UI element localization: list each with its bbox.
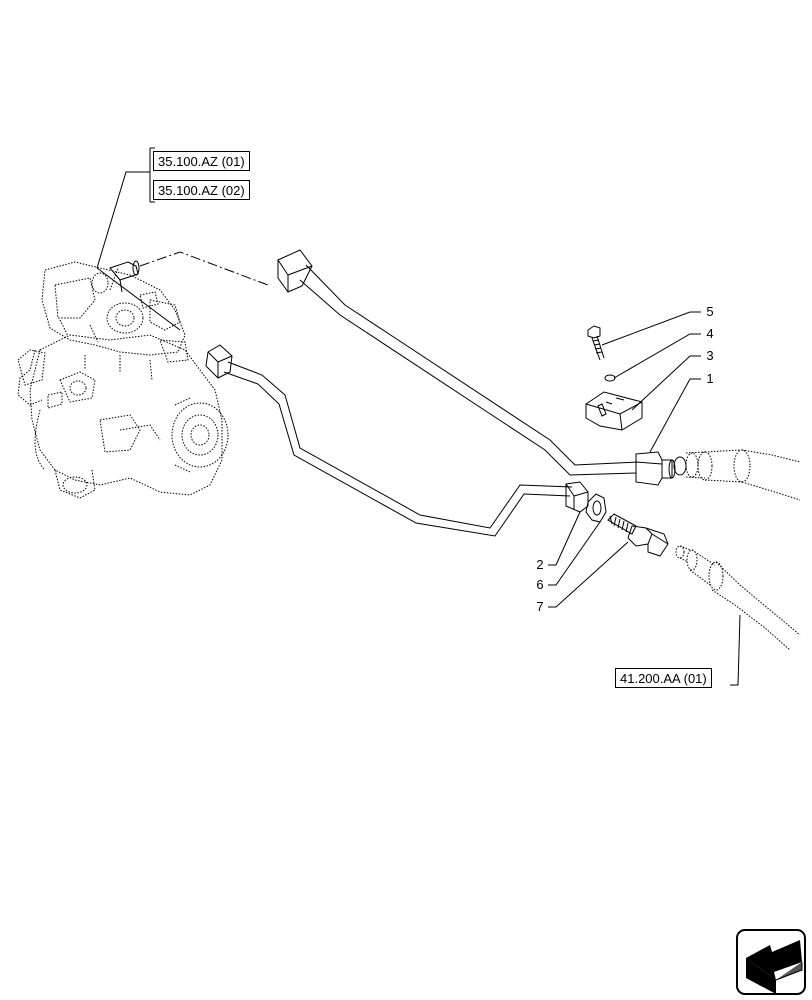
part-6-washer <box>585 493 607 523</box>
reference-leaders <box>96 147 741 686</box>
callout-leaders <box>548 311 701 608</box>
part-4-washer <box>604 374 616 382</box>
reference-35-100-az-01[interactable]: 35.100.AZ (01) <box>153 151 250 171</box>
next-page-arrow-icon[interactable] <box>736 929 806 995</box>
hydraulic-pump-assembly <box>17 261 229 499</box>
callout-7: 7 <box>536 599 544 614</box>
pipe-2 <box>205 344 589 537</box>
callout-4: 4 <box>706 326 714 341</box>
reference-35-100-az-02[interactable]: 35.100.AZ (02) <box>153 180 250 200</box>
callout-3: 3 <box>706 348 714 363</box>
part-5-bolt <box>587 325 605 361</box>
reference-41-200-aa-01[interactable]: 41.200.AA (01) <box>615 668 712 688</box>
connection-centerline <box>139 251 269 286</box>
hose-upper <box>685 449 801 501</box>
part-7-adapter <box>607 513 669 557</box>
part-3-clamp <box>585 391 643 431</box>
pipe-1 <box>277 249 687 486</box>
callout-5: 5 <box>706 304 714 319</box>
hose-lower <box>675 545 801 651</box>
callout-1: 1 <box>706 371 714 386</box>
callout-2: 2 <box>536 557 544 572</box>
pump-elbow-fitting <box>109 260 140 293</box>
callout-6: 6 <box>536 577 544 592</box>
